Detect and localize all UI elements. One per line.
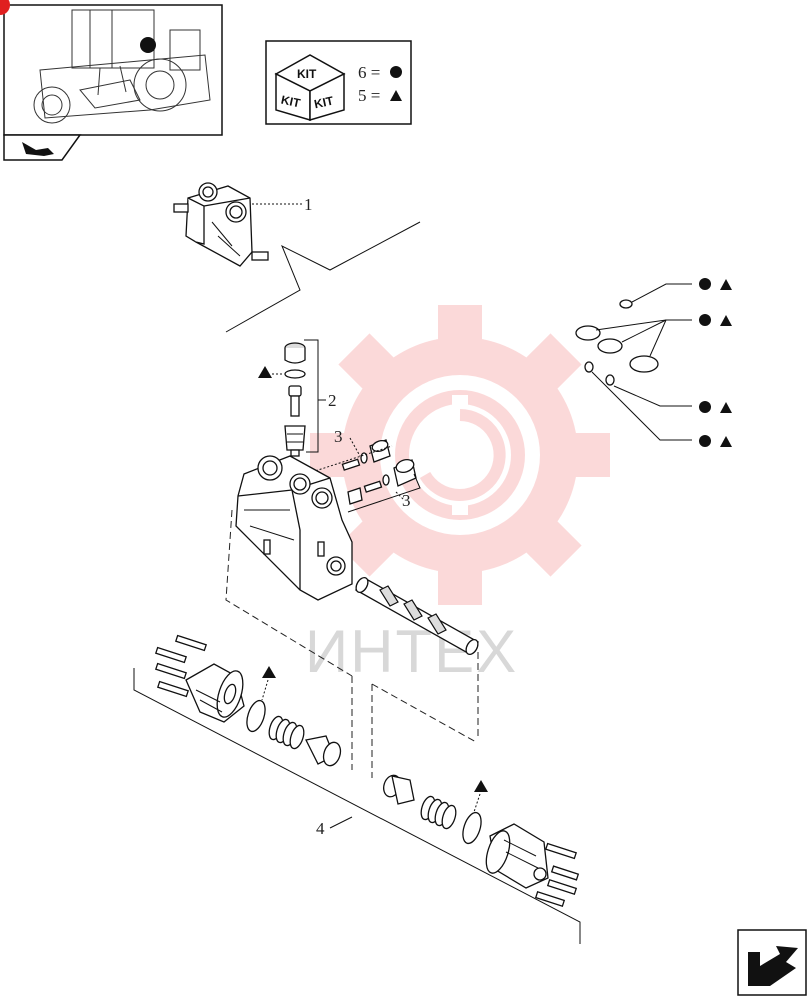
bracket-2 [304,339,319,453]
callout-2: 2 [328,391,337,410]
location-marker-icon [140,37,156,53]
triangle-kit-marker-left-icon [262,666,276,678]
triangle-kit-marker-icon [258,366,272,378]
prev-page-arrow-icon [22,142,54,156]
o-ring-c [597,338,623,354]
kit-row2-value: 5 = [358,86,380,105]
circle-marker-icon [699,401,711,413]
seal-leaders [591,283,692,441]
seal-kit-markers [699,278,732,447]
spring-seat-right [383,774,415,805]
watermark-gear-logo [310,305,610,605]
prev-page-arrow-button[interactable] [3,134,82,161]
bolts-right [534,842,580,907]
circle-marker-icon [699,314,711,326]
kit-legend: KIT KIT KIT 6 = 5 = [265,40,412,125]
o-ring-f [605,374,615,386]
triangle-marker-icon [720,436,732,447]
circle-marker-icon [699,435,711,447]
kit-word-right: KIT [313,93,335,111]
circle-marker-icon [699,278,711,290]
corner-badge-icon [0,0,10,15]
kit-box-icon: KIT KIT KIT [274,54,346,122]
main-spool[interactable] [354,576,481,657]
o-ring-a [619,299,633,309]
spring-left [268,715,305,750]
part-2-plug-assembly[interactable] [284,342,306,457]
part-3-check-valve-upper[interactable] [341,439,391,471]
o-ring-d [629,355,659,373]
kit-row1-value: 6 = [358,63,380,82]
o-ring-2 [284,369,306,379]
part-4-right-end-cap[interactable] [381,773,580,907]
kit-word-left: KIT [280,93,302,111]
o-ring-b [575,325,601,341]
callout-3b: 3 [402,491,411,510]
triangle-kit-marker-right-icon [474,780,488,792]
triangle-symbol-icon [390,90,402,101]
o-ring-left [246,699,266,733]
circle-symbol-icon [390,66,402,78]
seal-set[interactable] [575,299,659,386]
triangle-marker-icon [720,402,732,413]
spring-seat-left [305,735,342,767]
watermark-text: ИНТЕХ [305,618,518,685]
part-1-valve-section[interactable] [173,182,269,267]
kit-word-top: KIT [297,67,317,81]
callout-1: 1 [304,195,313,214]
bracket-4 [133,668,581,944]
triangle-marker-icon [720,279,732,290]
tractor-location-thumbnail[interactable] [0,0,223,136]
bolts-left [154,634,208,698]
part-3-check-valve-lower[interactable] [347,458,417,505]
callout-3a: 3 [334,427,343,446]
next-page-arrow-icon [748,946,798,986]
main-valve-body[interactable] [235,455,353,601]
spring-right [420,795,457,830]
break-line [225,221,421,333]
o-ring-e [584,361,594,373]
triangle-marker-icon [720,315,732,326]
callout-4: 4 [316,819,325,838]
part-4-left-end-cap[interactable] [154,634,344,768]
o-ring-right [462,811,482,845]
next-page-arrow-button[interactable] [737,929,807,996]
